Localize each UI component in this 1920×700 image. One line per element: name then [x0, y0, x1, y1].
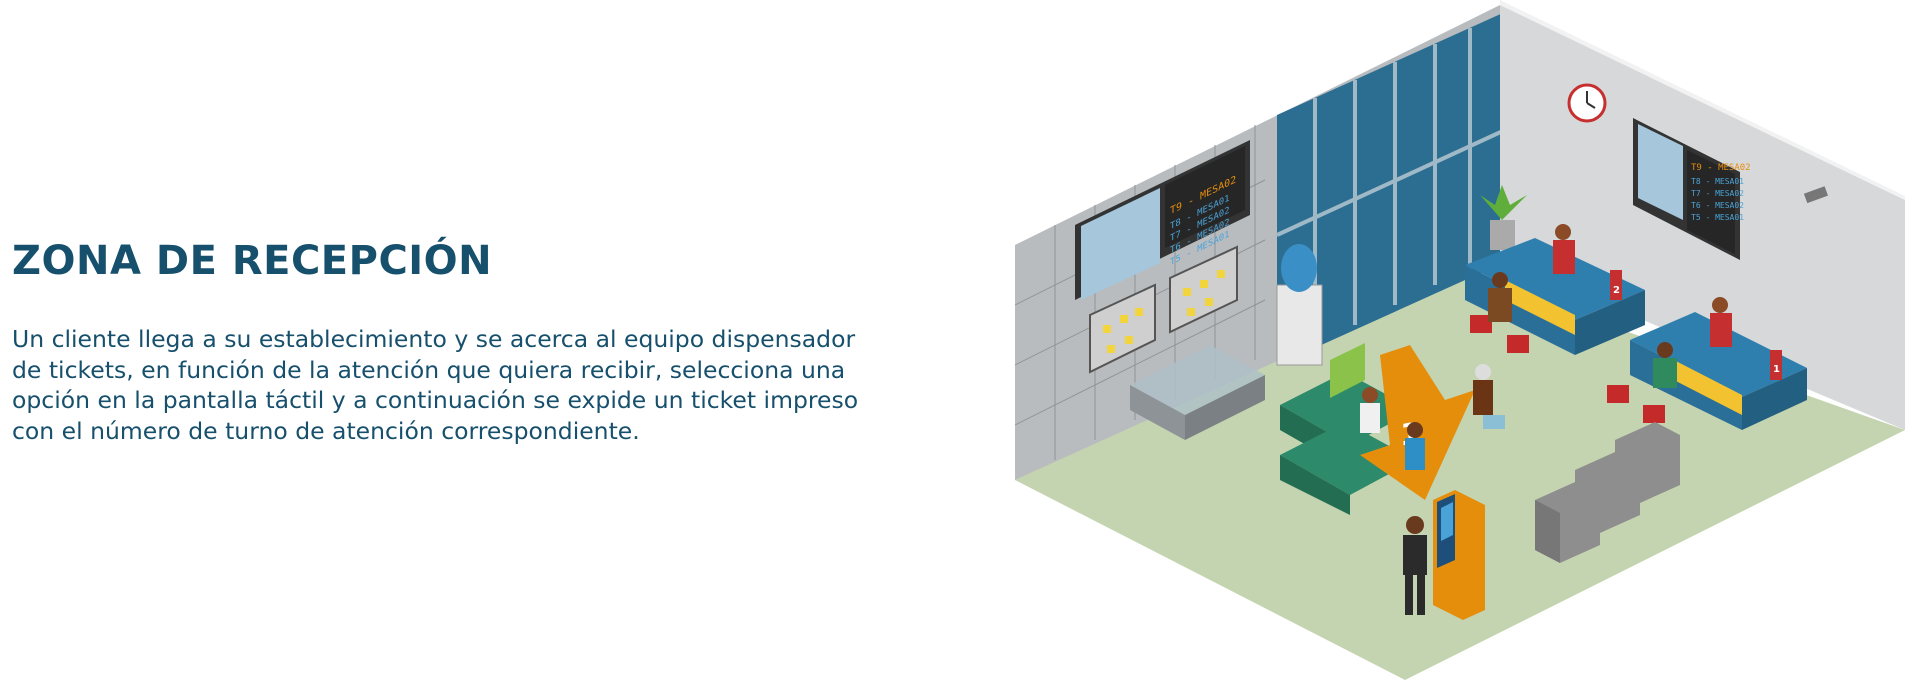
screen-right-header: T9 - MESA02 — [1691, 163, 1751, 173]
ticket-kiosk — [1433, 490, 1485, 620]
water-cooler — [1276, 284, 1323, 366]
notice-board — [1169, 245, 1238, 334]
waiting-chairs — [1470, 315, 1665, 423]
description: Un cliente llega a su establecimiento y … — [12, 324, 952, 446]
screen-right-row: T7 - MESA02 — [1691, 189, 1744, 198]
service-desk-2: 2 — [1465, 238, 1645, 355]
isometric-reception-scene: T9 - MESA02 T8 - MESA01 T7 - MESA02 T6 -… — [1015, 0, 1905, 680]
waiting-customers — [1360, 364, 1505, 470]
staff-person — [1553, 224, 1732, 347]
screen-right-row: T5 - MESA01 — [1691, 213, 1744, 222]
turnstiles — [1535, 422, 1680, 563]
reception-illustration: T9 - MESA02 T8 - MESA01 T7 - MESA02 T6 -… — [1015, 0, 1920, 700]
customer-at-kiosk — [1403, 516, 1427, 615]
screen-right-row: T8 - MESA01 — [1691, 177, 1744, 186]
page-title: ZONA DE RECEPCIÓN — [12, 238, 493, 284]
desk-sign: 1 — [1773, 364, 1780, 375]
glass-table — [1130, 345, 1265, 415]
description-line: opción en la pantalla táctil y a continu… — [12, 386, 859, 414]
window-wall — [1277, 12, 1505, 365]
display-screen-right: T9 - MESA02 T8 - MESA01 T7 - MESA02 T6 -… — [1633, 118, 1751, 260]
description-line: Un cliente llega a su establecimiento y … — [12, 325, 856, 353]
customer-person — [1488, 272, 1677, 388]
description-line: con el número de turno de atención corre… — [12, 416, 640, 445]
text-section: ZONA DE RECEPCIÓN Un cliente llega a su … — [12, 238, 952, 446]
plant-icon — [1480, 185, 1527, 220]
plant-pot — [1490, 220, 1515, 250]
screen-right-row: T6 - MESA02 — [1691, 201, 1744, 210]
notice-board — [1089, 283, 1156, 374]
desk-sign: 2 — [1613, 285, 1620, 296]
waiting-sofa — [1280, 343, 1415, 515]
security-camera-icon — [1803, 186, 1828, 204]
description-line: de tickets, en función de la atención qu… — [12, 355, 846, 384]
